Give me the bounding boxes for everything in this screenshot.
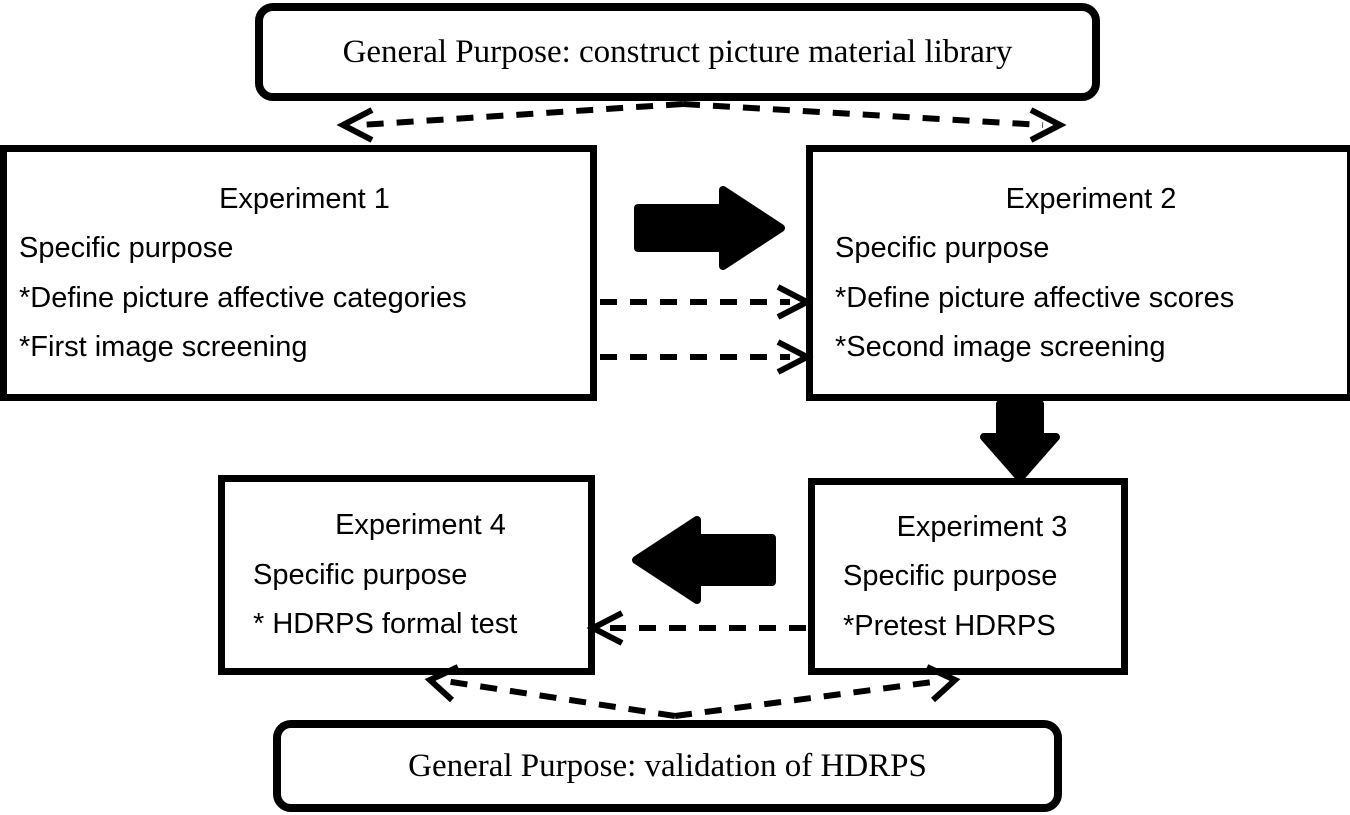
open-v-arrowhead-icon bbox=[586, 610, 624, 646]
experiment-2-line-2: *Define picture affective scores bbox=[835, 281, 1235, 314]
connector-experiment2-to-experiment3-block bbox=[980, 400, 1060, 482]
open-v-arrowhead-icon bbox=[336, 107, 374, 143]
connector-first-screening-to-second-screening bbox=[600, 339, 814, 375]
experiment-4-title: Experiment 4 bbox=[335, 509, 506, 542]
node-experiment-3[interactable]: Experiment 3 Specific purpose *Pretest H… bbox=[808, 478, 1128, 675]
connector-line bbox=[674, 678, 941, 719]
connector-line bbox=[359, 101, 684, 128]
node-general-purpose-bottom[interactable]: General Purpose: validation of HDRPS bbox=[273, 720, 1062, 812]
node-experiment-1[interactable]: Experiment 1 Specific purpose *Define pi… bbox=[0, 145, 597, 401]
experiment-1-line-3: *First image screening bbox=[19, 330, 308, 363]
experiment-2-line-3: *Second image screening bbox=[835, 330, 1166, 363]
general-purpose-bottom-label: General Purpose: validation of HDRPS bbox=[408, 747, 927, 784]
experiment-1-title: Experiment 1 bbox=[219, 182, 390, 215]
connector-experiment1-to-experiment2-block bbox=[634, 186, 785, 270]
experiment-3-line-1: Specific purpose bbox=[843, 560, 1058, 593]
connector-top-purpose-to-experiment1 bbox=[336, 101, 684, 143]
open-v-arrowhead-icon bbox=[776, 284, 814, 320]
experiment-3-title: Experiment 3 bbox=[896, 510, 1068, 543]
experiment-4-line-1: Specific purpose bbox=[253, 558, 468, 591]
open-v-arrowhead-icon bbox=[776, 339, 814, 375]
block-arrow-right-icon bbox=[634, 186, 785, 270]
connector-line bbox=[682, 101, 1044, 128]
connector-experiment3-to-experiment4-block bbox=[632, 516, 776, 604]
connector-line bbox=[444, 678, 676, 719]
connector-pretest-to-formal-test bbox=[586, 610, 806, 646]
connector-define-categories-to-define-scores bbox=[600, 284, 814, 320]
experiment-1-line-1: Specific purpose bbox=[19, 232, 234, 265]
experiment-4-line-2: * HDRPS formal test bbox=[253, 608, 518, 641]
block-arrow-left-icon bbox=[632, 516, 776, 604]
experiment-2-title: Experiment 2 bbox=[1005, 182, 1177, 215]
block-arrow-down-icon bbox=[980, 400, 1060, 482]
experiment-2-line-1: Specific purpose bbox=[835, 232, 1050, 265]
open-v-arrowhead-icon bbox=[1029, 107, 1067, 143]
experiment-3-line-2: *Pretest HDRPS bbox=[843, 609, 1056, 642]
node-experiment-4[interactable]: Experiment 4 Specific purpose * HDRPS fo… bbox=[218, 475, 595, 675]
node-experiment-2[interactable]: Experiment 2 Specific purpose *Define pi… bbox=[806, 145, 1350, 401]
connector-top-purpose-to-experiment2 bbox=[682, 101, 1067, 143]
node-general-purpose-top[interactable]: General Purpose: construct picture mater… bbox=[255, 3, 1100, 101]
general-purpose-top-label: General Purpose: construct picture mater… bbox=[342, 33, 1013, 70]
experiment-1-line-2: *Define picture affective categories bbox=[19, 281, 467, 314]
